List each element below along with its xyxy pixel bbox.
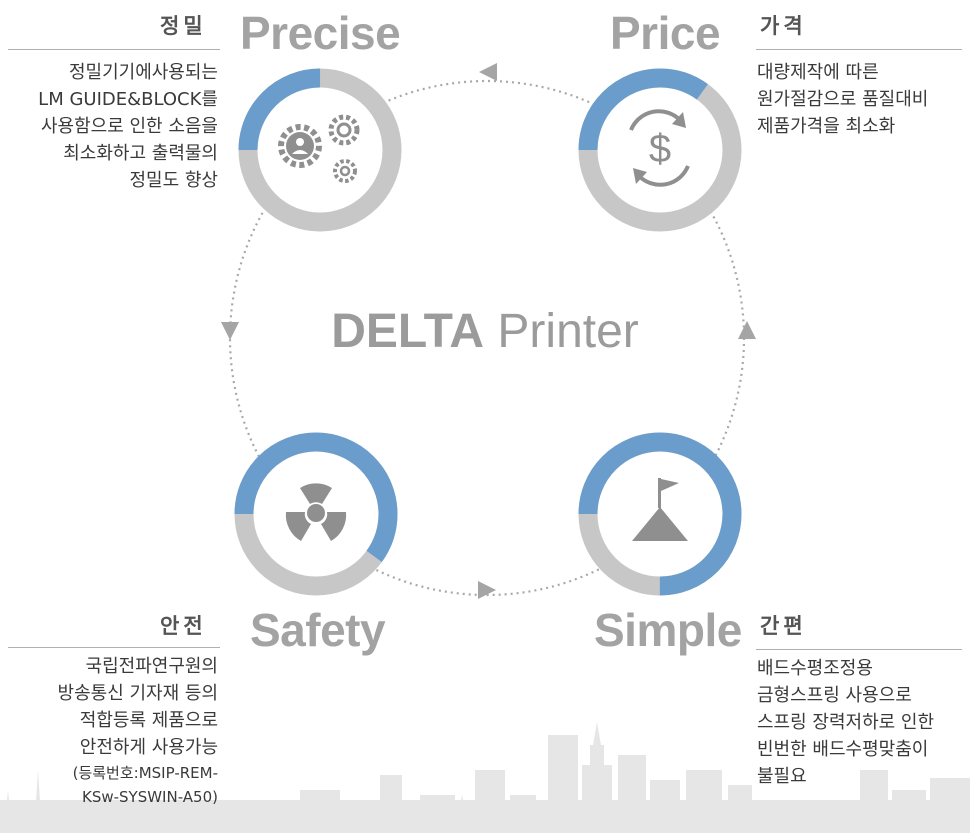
title-ko-simple: 간편 xyxy=(760,614,807,638)
desc-safety: 국립전파연구원의 방송통신 기자재 등의 적합등록 제품으로 안전하게 사용가능… xyxy=(58,653,218,809)
desc-line: 원가절감으로 품질대비 xyxy=(757,89,929,110)
desc-line: 배드수평조정용 xyxy=(757,658,873,679)
arrow-right xyxy=(738,321,756,339)
rule-safety xyxy=(8,647,220,648)
arrow-bottom xyxy=(478,581,496,599)
title-precise: Precise xyxy=(240,7,401,59)
desc-line: (등록번호:MSIP-REM- xyxy=(72,764,218,782)
desc-simple: 배드수평조정용 금형스프링 사용으로 스프링 장력저하로 인한 빈번한 배드수평… xyxy=(757,655,934,790)
dollar-cycle-icon: $ xyxy=(629,109,690,187)
desc-line: 방송통신 기자재 등의 xyxy=(57,683,218,704)
desc-price: 대량제작에 따른 원가절감으로 품질대비 제품가격을 최소화 xyxy=(757,59,928,140)
desc-line: 적합등록 제품으로 xyxy=(79,710,218,731)
desc-line: 제품가격을 최소화 xyxy=(757,116,896,137)
desc-line: 안전하게 사용가능 xyxy=(79,737,218,758)
desc-line: 빈번한 배드수평맞춤이 xyxy=(757,739,929,760)
mountain-flag-icon xyxy=(632,478,688,541)
svg-text:$: $ xyxy=(649,127,671,171)
desc-line: LM GUIDE&BLOCK를 xyxy=(38,89,218,110)
desc-line: 국립전파연구원의 xyxy=(85,656,218,677)
ring-progress xyxy=(578,432,742,596)
radiation-icon xyxy=(285,483,347,541)
ring-price xyxy=(578,68,742,232)
desc-line: 스프링 장력저하로 인한 xyxy=(757,712,935,733)
desc-line: KSw-SYSWIN-A50) xyxy=(81,788,218,806)
rule-price xyxy=(756,49,962,50)
ring-progress xyxy=(238,68,402,232)
center-title: DELTA Printer xyxy=(0,304,970,360)
desc-precise: 정밀기기에사용되는 LM GUIDE&BLOCK를 사용함으로 인한 소음을 최… xyxy=(38,59,218,194)
title-simple: Simple xyxy=(594,604,742,656)
title-ko-price: 가격 xyxy=(760,14,807,38)
title-price: Price xyxy=(610,7,721,59)
ring-progress xyxy=(578,68,742,232)
desc-line: 금형스프링 사용으로 xyxy=(757,685,912,706)
arrow-top xyxy=(479,63,497,81)
rule-simple xyxy=(756,649,962,650)
title-ko-precise: 정밀 xyxy=(160,14,207,38)
desc-line: 불필요 xyxy=(757,766,807,787)
rule-precise xyxy=(8,49,220,50)
desc-line: 정밀도 향상 xyxy=(129,170,218,191)
ring-simple xyxy=(578,432,742,596)
arrow-left xyxy=(221,322,239,340)
center-title-light: Printer xyxy=(497,305,639,358)
ring-progress xyxy=(234,432,398,596)
desc-line: 사용함으로 인한 소음을 xyxy=(40,116,218,137)
title-ko-safety: 안전 xyxy=(160,614,207,638)
desc-line: 최소화하고 출력물의 xyxy=(63,143,218,164)
center-title-bold: DELTA xyxy=(331,305,485,358)
title-safety: Safety xyxy=(250,604,386,656)
desc-line: 정밀기기에사용되는 xyxy=(68,62,218,83)
desc-line: 대량제작에 따른 xyxy=(757,62,879,83)
gears-person-icon xyxy=(278,114,360,183)
